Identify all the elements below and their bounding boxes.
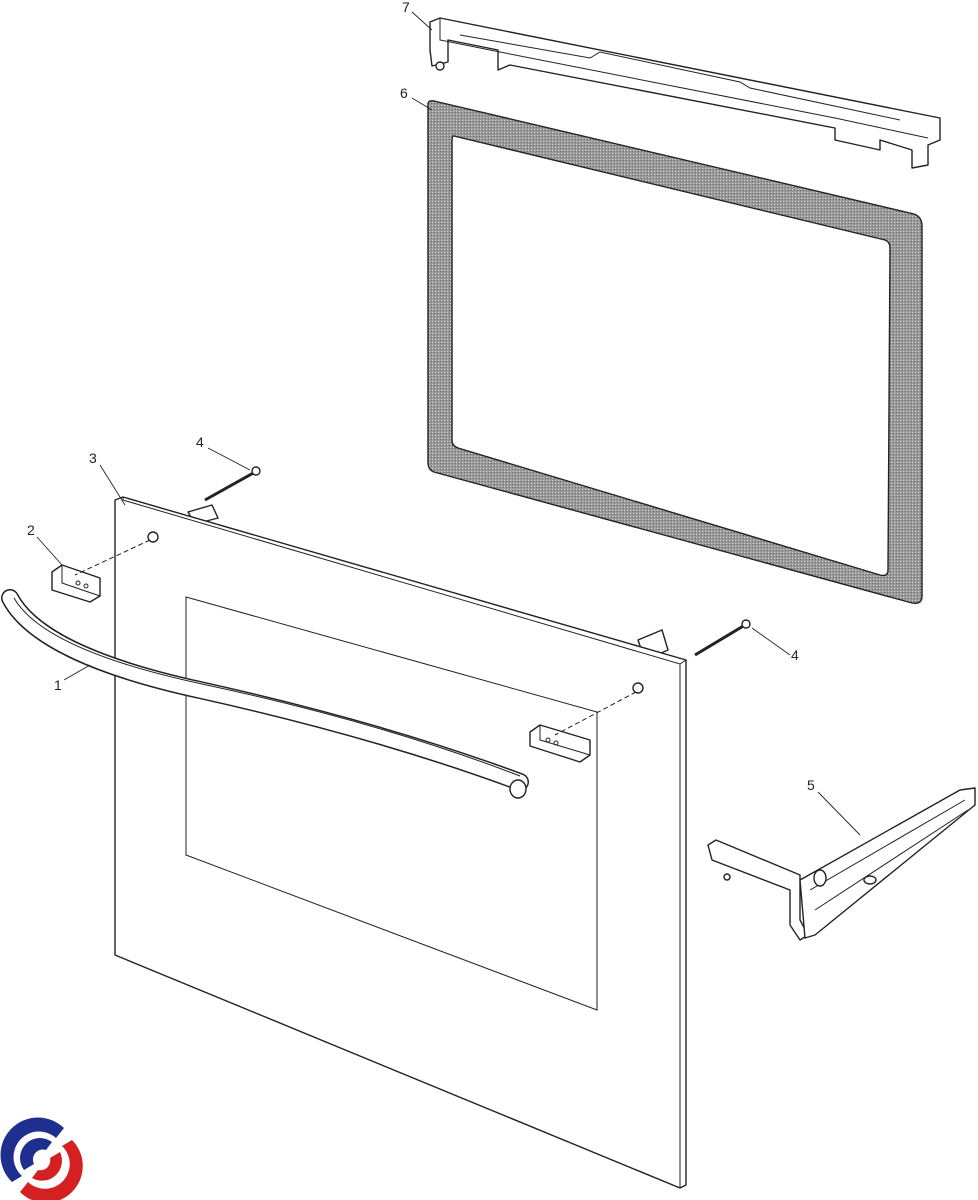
top-trim-part [429,17,941,169]
assembly-line [74,539,151,576]
callout-5: 5 [807,777,815,793]
callout-6: 6 [400,85,408,101]
callout-3: 3 [89,450,97,466]
leader-lines [36,11,861,836]
screw-right-part [694,619,751,657]
handle-part [1,589,529,799]
brand-logo [0,1117,83,1200]
callout-7: 7 [402,0,410,15]
callout-4-left: 4 [196,434,204,450]
handle-bracket-right [529,724,591,763]
callout-1: 1 [54,677,62,693]
callout-2: 2 [27,522,35,538]
screw-left-part [204,466,261,502]
hinge-part [707,787,976,941]
callout-4-right: 4 [791,647,799,663]
door-panel-part [114,496,687,1189]
handle-bracket-part [51,564,101,603]
glass-frame-part [427,100,923,605]
assembly-line [554,691,637,736]
